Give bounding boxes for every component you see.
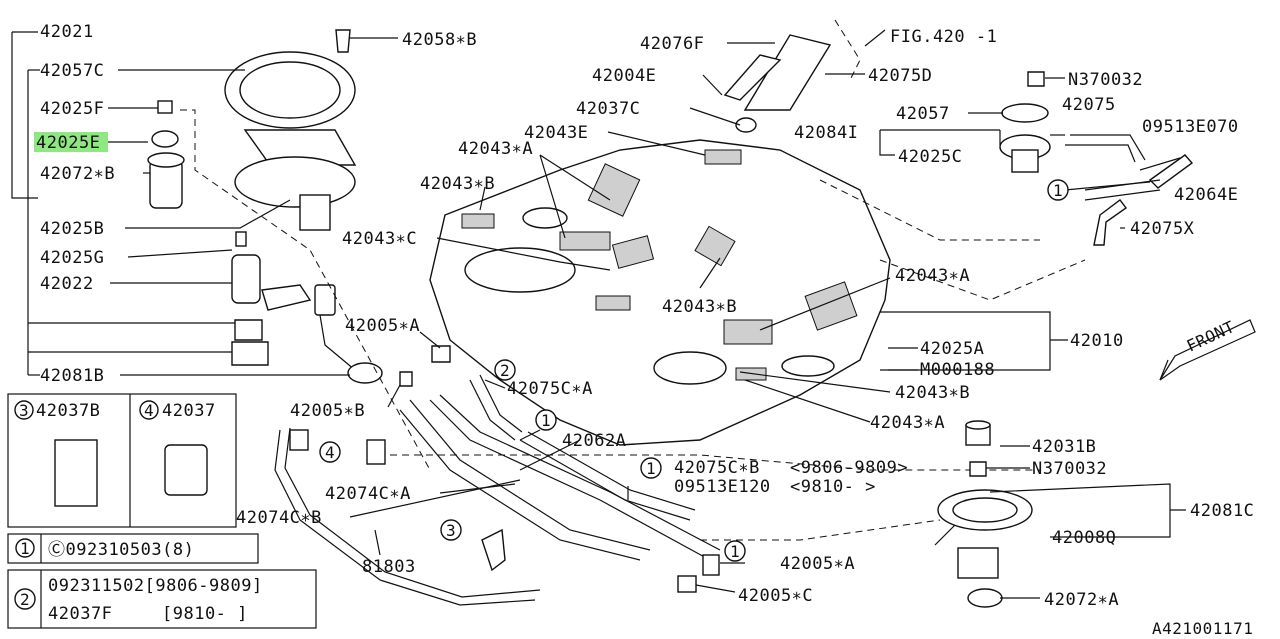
label-42075cb: 42075C∗B [674, 458, 760, 478]
legend-box4-number: 4 [144, 401, 154, 420]
lower-pipes-drawing [274, 345, 1040, 606]
filler-hoses-drawing [723, 19, 886, 133]
callout-1a: 1 [1053, 181, 1063, 200]
legend-box3-part: 42037B [36, 401, 100, 421]
callout-2a: 2 [500, 361, 510, 380]
note1-number: 1 [20, 539, 30, 558]
label-42084i: 42084I [794, 123, 858, 143]
label-n370032-bottom: N370032 [1032, 459, 1107, 479]
label-42025g: 42025G [40, 248, 104, 268]
label-42043a-2: 42043∗A [895, 266, 970, 286]
leader-lines [108, 37, 1186, 599]
label-42043a-3: 42043∗A [870, 413, 945, 433]
fuel-tank-drawing [429, 139, 891, 446]
label-m000188: M000188 [920, 360, 995, 380]
label-09513e070: 09513E070 [1142, 117, 1239, 137]
note1-text: Ⓒ092310503(8) [48, 540, 194, 560]
label-42075x: 42075X [1130, 219, 1195, 239]
legend-box4-part: 42037 [162, 401, 216, 421]
label-42081c: 42081C [1190, 501, 1254, 521]
callout-1c: 1 [646, 459, 656, 478]
fuel-sender-drawing [934, 420, 1033, 608]
label-42074cb: 42074C∗B [236, 508, 322, 528]
label-42005b: 42005∗B [290, 401, 365, 421]
note2-number: 2 [20, 590, 30, 609]
legend-box3-number: 3 [19, 401, 29, 420]
label-42025c: 42025C [898, 147, 962, 167]
label-42043e: 42043E [524, 123, 588, 143]
label-42062a: 42062A [562, 431, 626, 451]
label-42025b: 42025B [40, 219, 104, 239]
label-42057c: 42057C [40, 61, 104, 81]
label-09513e120: 09513E120 [674, 477, 771, 497]
front-label: FRONT [1184, 317, 1238, 356]
label-42076f: 42076F [640, 34, 704, 54]
callout-1b: 1 [541, 411, 551, 430]
label-42008q: 42008Q [1052, 528, 1116, 548]
diagram-reference: A421001171 [1152, 619, 1253, 638]
callout-1d: 1 [730, 542, 740, 561]
label-42081b: 42081B [40, 366, 104, 386]
label-42058b: 42058∗B [402, 30, 477, 50]
range-09513e120: <9810- > [790, 477, 876, 497]
label-42074ca: 42074C∗A [325, 484, 411, 504]
front-arrow [1159, 319, 1256, 381]
label-42022: 42022 [40, 274, 94, 294]
note2-line1: 092311502[9806-9809] [48, 576, 263, 596]
label-42025a: 42025A [920, 339, 984, 359]
label-42075: 42075 [1062, 95, 1116, 115]
label-42043c: 42043∗C [342, 229, 417, 249]
label-42075d: 42075D [868, 66, 932, 86]
left-bracket [11, 31, 238, 376]
label-42043b-3: 42043∗B [895, 383, 970, 403]
label-42072a: 42072∗A [1044, 590, 1119, 610]
label-81803: 81803 [362, 557, 416, 577]
label-42043b-2: 42043∗B [662, 297, 737, 317]
label-42031b: 42031B [1032, 437, 1096, 457]
label-42043b-1: 42043∗B [420, 174, 495, 194]
label-42010: 42010 [1070, 331, 1124, 351]
label-42064e: 42064E [1174, 185, 1238, 205]
legend-boxes [7, 393, 317, 629]
callout-4a: 4 [325, 443, 335, 462]
label-42057: 42057 [896, 104, 950, 124]
label-42005a-1: 42005∗A [345, 316, 420, 336]
highlight-42025e [34, 132, 108, 152]
pump-assembly-drawing [147, 29, 431, 471]
label-42072b: 42072∗B [40, 164, 115, 184]
label-42075ca: 42075C∗A [507, 379, 593, 399]
label-42005c: 42005∗C [738, 586, 813, 606]
label-42037c: 42037C [576, 99, 640, 119]
label-42004e: 42004E [592, 66, 656, 86]
label-42005a-2: 42005∗A [780, 554, 855, 574]
range-42075cb: <9806-9809> [790, 458, 908, 478]
note2-line2-part: 42037F [48, 604, 112, 624]
label-fig420: FIG.420 -1 [890, 27, 997, 47]
label-n370032-top: N370032 [1068, 70, 1143, 90]
callout-circles [319, 179, 1069, 562]
label-42025f: 42025F [40, 99, 104, 119]
right-upper-parts-drawing [819, 71, 1194, 301]
label-42043a-1: 42043∗A [458, 139, 533, 159]
label-42021: 42021 [40, 22, 94, 42]
note2-line2-range: [9810- ] [162, 604, 248, 624]
callout-3a: 3 [446, 521, 456, 540]
label-42025e: 42025E [36, 133, 100, 153]
